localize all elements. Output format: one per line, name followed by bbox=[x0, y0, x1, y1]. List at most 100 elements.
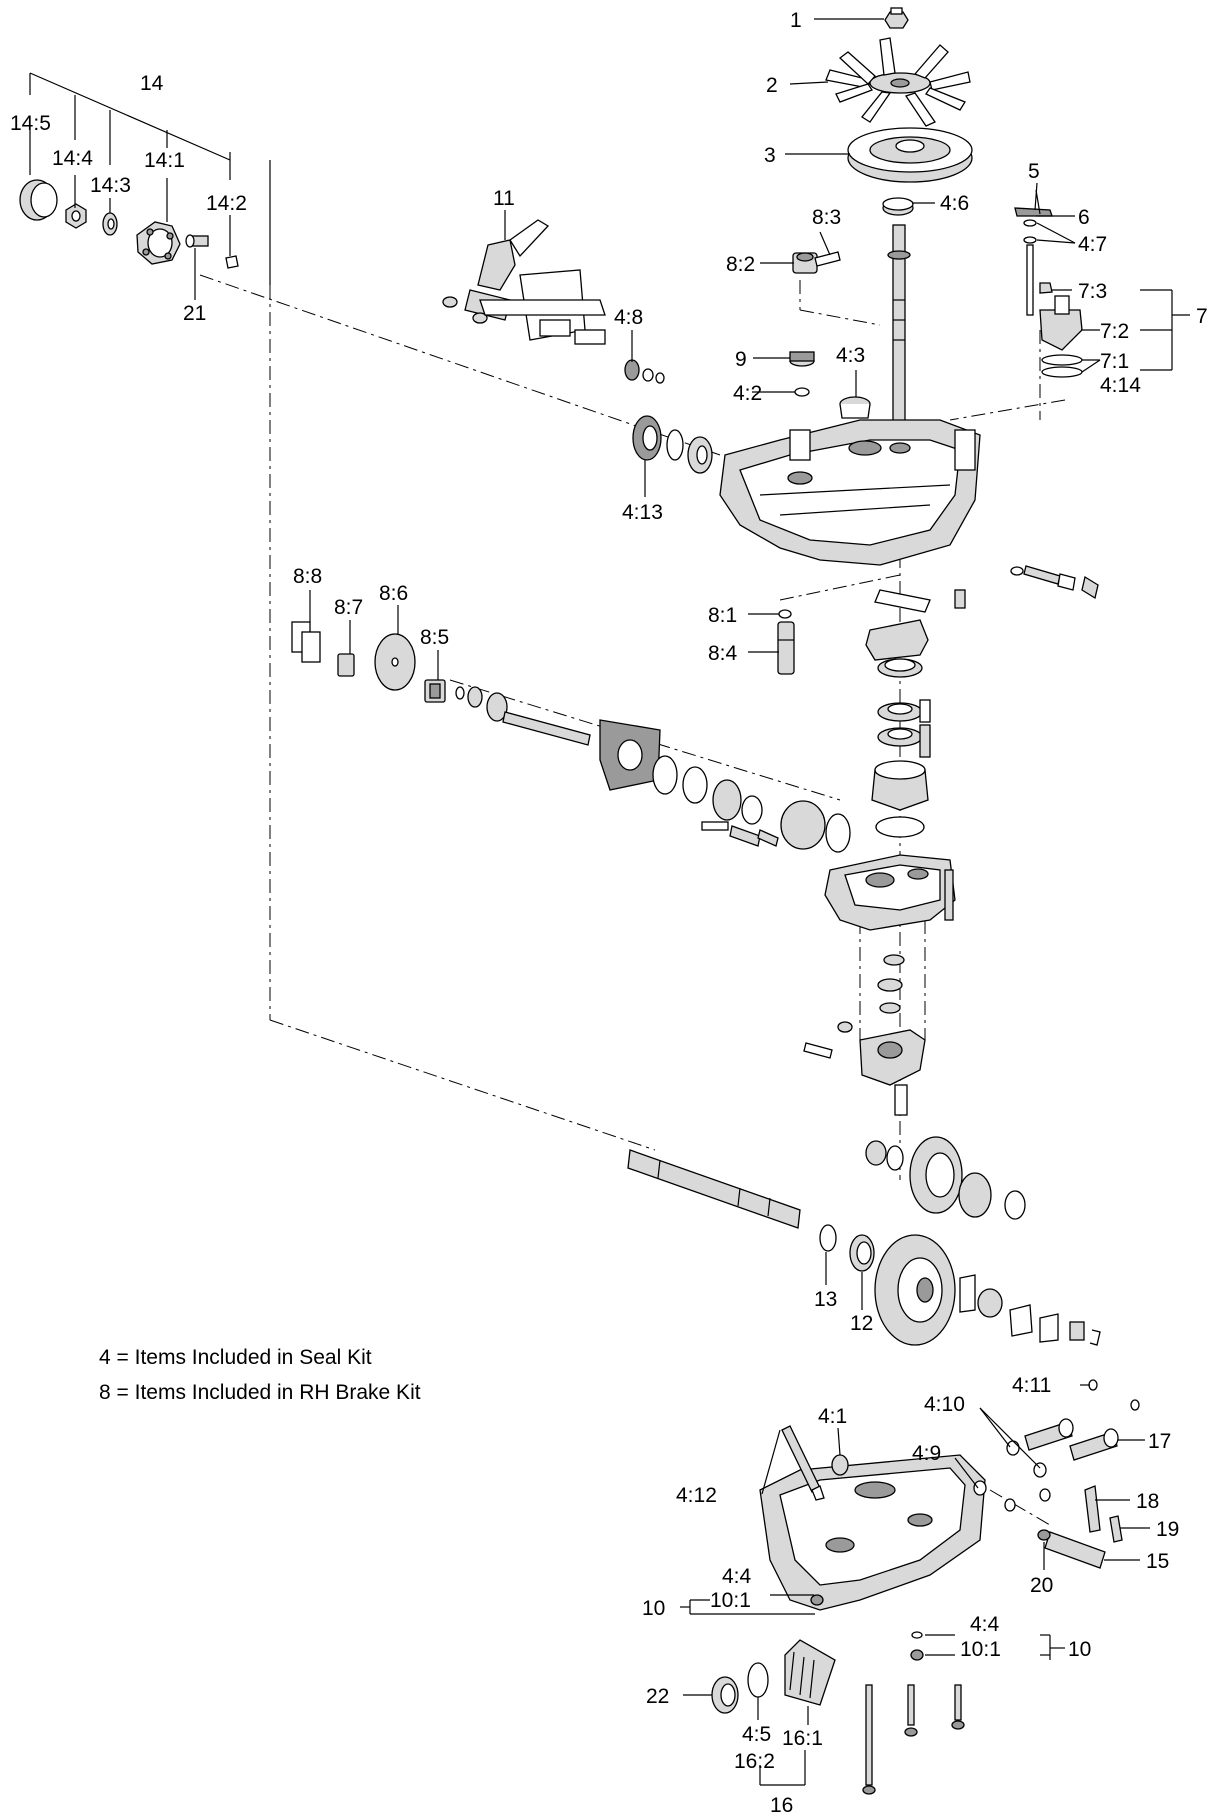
callout-4-2: 4:2 bbox=[733, 382, 762, 405]
callout-10-1-left: 10:1 bbox=[710, 1589, 751, 1612]
callout-10-left: 10 bbox=[642, 1597, 665, 1620]
bolts-bottom-part bbox=[862, 1684, 965, 1795]
callout-12: 12 bbox=[850, 1312, 873, 1335]
seal-4-13-part bbox=[632, 415, 662, 461]
callout-4-12: 4:12 bbox=[676, 1484, 717, 1507]
callout-4-4-left: 4:4 bbox=[722, 1565, 752, 1588]
callout-7-3: 7:3 bbox=[1078, 280, 1107, 303]
seal-kit-note: 4 = Items Included in Seal Kit bbox=[99, 1346, 372, 1369]
callout-8-6: 8:6 bbox=[379, 582, 408, 605]
clip-parts-part bbox=[959, 1274, 1101, 1346]
key-14-2-part bbox=[225, 255, 239, 269]
lower-center-housing-part bbox=[803, 1021, 926, 1116]
callout-13: 13 bbox=[814, 1288, 837, 1311]
callout-11: 11 bbox=[493, 187, 515, 210]
plug-9-part bbox=[789, 351, 815, 367]
sealant-tube-part bbox=[781, 1425, 825, 1501]
brake-kit-note: 8 = Items Included in RH Brake Kit bbox=[99, 1381, 421, 1404]
brake-arm-part bbox=[792, 251, 841, 274]
oring-4-5-part bbox=[747, 1662, 769, 1698]
bearing-14-5-part bbox=[19, 179, 58, 221]
callout-14-2: 14:2 bbox=[206, 192, 247, 215]
callout-4-10: 4:10 bbox=[924, 1393, 965, 1416]
nut-14-4-part bbox=[65, 203, 87, 229]
callout-4-8: 4:8 bbox=[614, 306, 643, 329]
small-gears-part bbox=[877, 954, 905, 1014]
callout-14-5: 14:5 bbox=[10, 112, 51, 135]
callout-4-13: 4:13 bbox=[622, 501, 663, 524]
center-housing-part bbox=[824, 854, 956, 931]
callout-4-5: 4:5 bbox=[742, 1723, 771, 1746]
callout-19: 19 bbox=[1156, 1518, 1179, 1541]
callout-8-2: 8:2 bbox=[726, 253, 755, 276]
seal-4-1-part bbox=[831, 1454, 849, 1476]
callout-8-5: 8:5 bbox=[420, 626, 449, 649]
pad-8-7-part bbox=[337, 653, 355, 677]
hub-14-1-part bbox=[136, 221, 181, 265]
callout-9: 9 bbox=[735, 348, 747, 371]
ring-13-part bbox=[819, 1224, 837, 1252]
bearing-4-6-part bbox=[882, 197, 914, 216]
callout-21: 21 bbox=[183, 302, 206, 325]
callout-4-1: 4:1 bbox=[818, 1405, 847, 1428]
linkage-assembly-part bbox=[442, 219, 606, 345]
callout-4-6: 4:6 bbox=[940, 192, 969, 215]
callout-8-8: 8:8 bbox=[293, 565, 322, 588]
callout-8-4: 8:4 bbox=[708, 642, 738, 665]
lower-housing-part bbox=[759, 1454, 986, 1611]
center-lines bbox=[199, 230, 1066, 1526]
callout-5: 5 bbox=[1028, 160, 1040, 183]
upper-housing-part bbox=[719, 419, 981, 566]
callout-8-7: 8:7 bbox=[334, 596, 363, 619]
brake-pads-8-8-part bbox=[291, 621, 321, 663]
housing-bolt-part bbox=[1010, 565, 1099, 600]
callout-4-7: 4:7 bbox=[1078, 233, 1107, 256]
callout-7-2: 7:2 bbox=[1100, 320, 1129, 343]
callout-14-4: 14:4 bbox=[52, 147, 93, 170]
seal-4-8-part bbox=[624, 359, 665, 384]
callout-4-9: 4:9 bbox=[912, 1442, 941, 1465]
callout-4-3: 4:3 bbox=[836, 344, 865, 367]
control-arm-part bbox=[1014, 189, 1083, 378]
callout-4-14: 4:14 bbox=[1100, 374, 1141, 397]
pulley-part bbox=[847, 127, 973, 183]
drain-plug-part bbox=[810, 1594, 924, 1661]
callout-2: 2 bbox=[766, 74, 778, 97]
kit-notes: 4 = Items Included in Seal Kit 8 = Items… bbox=[99, 1346, 421, 1404]
callout-18: 18 bbox=[1136, 1490, 1159, 1513]
callout-16-2: 16:2 bbox=[734, 1750, 775, 1773]
washer-14-3-part bbox=[102, 212, 118, 236]
pin-8-1-part bbox=[778, 609, 792, 619]
callout-22: 22 bbox=[646, 1685, 669, 1708]
callout-6: 6 bbox=[1078, 206, 1090, 229]
leader-lines bbox=[29, 18, 1190, 1786]
output-shaft-part bbox=[627, 1149, 801, 1229]
filter-16-part bbox=[784, 1639, 836, 1706]
callout-10-1-right: 10:1 bbox=[960, 1638, 1001, 1661]
brake-stack-part bbox=[871, 658, 931, 838]
gear-train-part bbox=[865, 1136, 1026, 1346]
callout-15: 15 bbox=[1146, 1550, 1169, 1573]
fan-part bbox=[825, 37, 971, 127]
callout-20: 20 bbox=[1030, 1574, 1053, 1597]
callout-17: 17 bbox=[1148, 1430, 1171, 1453]
callout-7: 7 bbox=[1196, 305, 1208, 328]
callout-4-4-right: 4:4 bbox=[970, 1613, 1000, 1636]
callout-4-11: 4:11 bbox=[1012, 1374, 1051, 1397]
callout-10-right: 10 bbox=[1068, 1638, 1091, 1661]
middle-shaft-part bbox=[455, 686, 851, 853]
callout-8-1: 8:1 bbox=[708, 604, 737, 627]
disc-8-6-part bbox=[374, 633, 416, 691]
nut-part bbox=[884, 7, 909, 29]
input-shaft-part bbox=[887, 224, 911, 431]
pin-8-4-part bbox=[777, 621, 795, 675]
callout-14-3: 14:3 bbox=[90, 174, 131, 197]
callout-1: 1 bbox=[790, 9, 802, 32]
bearing-12-part bbox=[849, 1234, 875, 1272]
callout-8-3: 8:3 bbox=[812, 206, 841, 229]
check-valves-part bbox=[973, 1379, 1140, 1512]
shaft-bearings-part bbox=[666, 429, 713, 474]
cap-4-3-part bbox=[839, 396, 871, 419]
puck-8-5-part bbox=[424, 679, 446, 703]
